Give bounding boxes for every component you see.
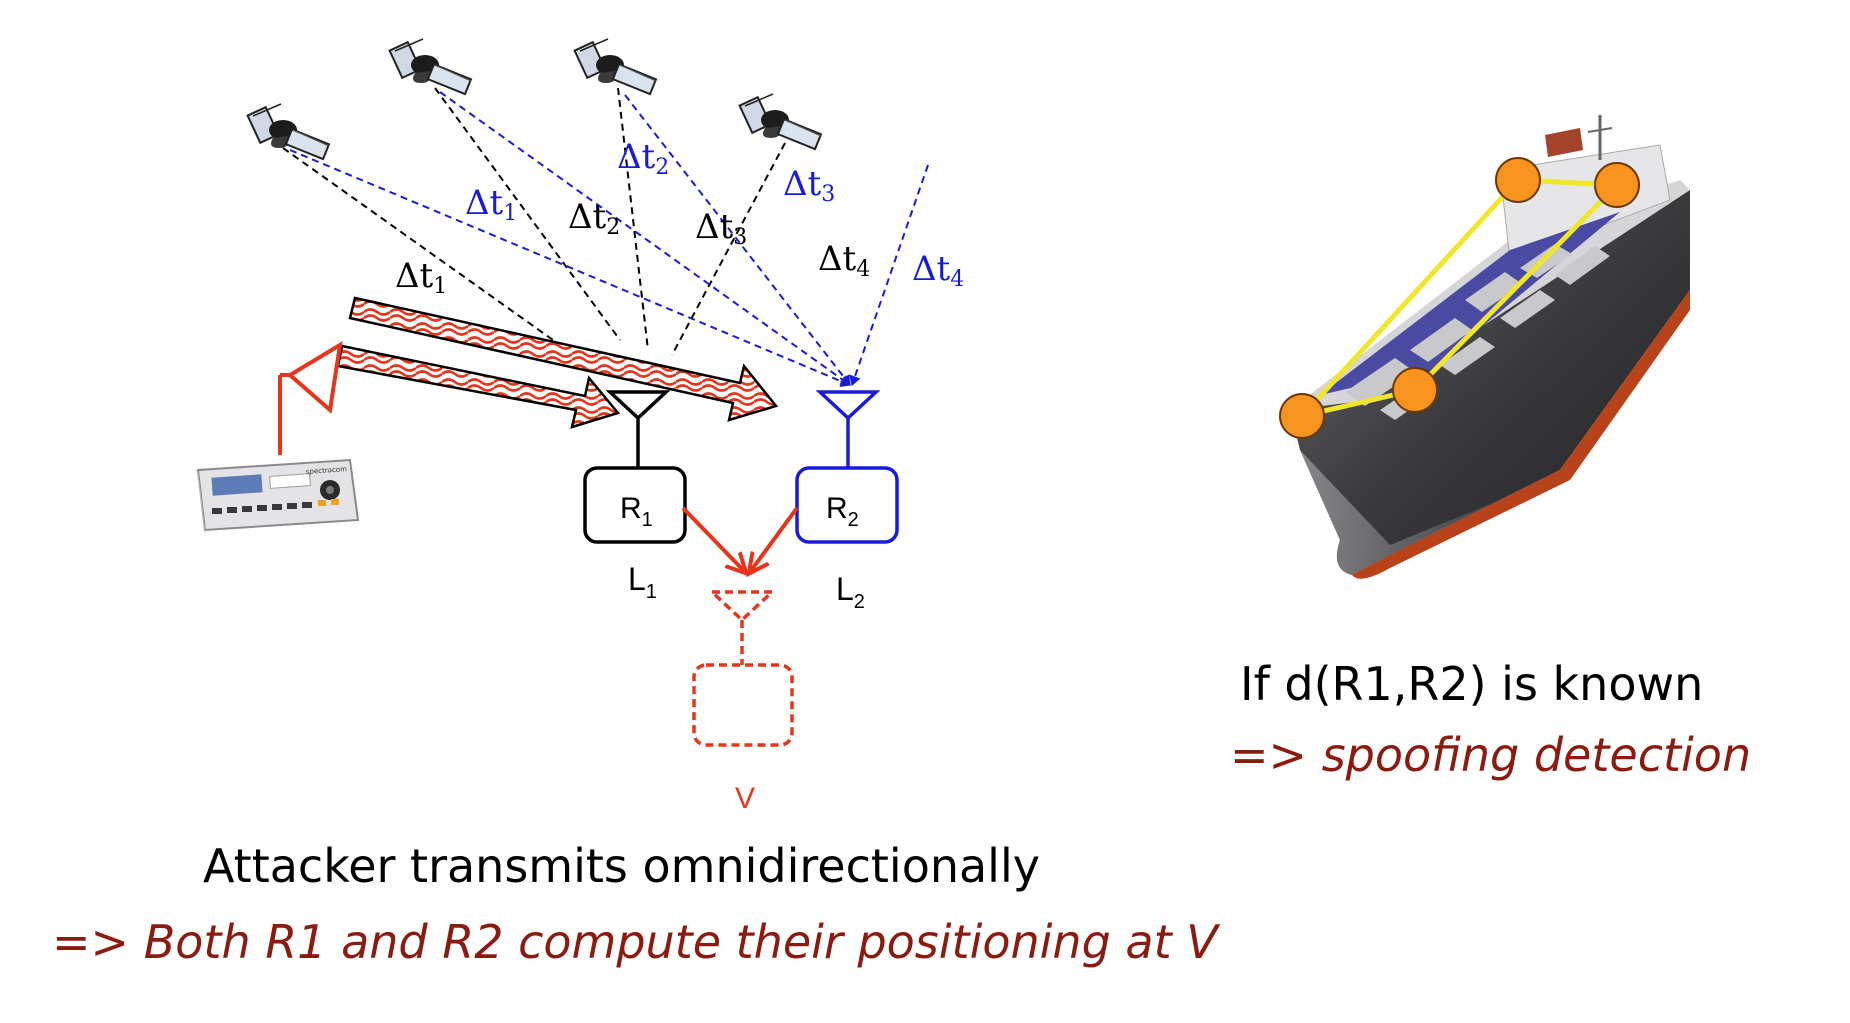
delay-label-black-4: Δt4 (818, 239, 870, 282)
delay-label-blue-3: Δt3 (783, 164, 835, 207)
caption-right-main: If d(R1,R2) is known (1240, 657, 1703, 711)
spoofed-position-arrows (681, 506, 799, 572)
path-delay-labels: Δt1 Δt2 Δt3 Δt4 Δt1 Δt2 Δt3 Δt4 (395, 137, 964, 299)
svg-text:R1: R1 (620, 492, 653, 531)
receiver-node (1279, 157, 1640, 439)
delay-label-blue-4: Δt4 (912, 249, 964, 292)
virtual-position-v: V (692, 590, 794, 815)
spoofing-broadcast-arrow-lower (336, 344, 621, 429)
caption-right-sub: => spoofing detection (1230, 728, 1751, 782)
receiver-r2: R2 L2 (795, 390, 899, 613)
caption-left-main: Attacker transmits omnidirectionally (203, 839, 1040, 893)
satellite-icon (388, 38, 473, 96)
delay-label-black-1: Δt1 (395, 256, 447, 299)
attacker-antenna-icon (278, 341, 343, 455)
location-label-l2: L2 (836, 571, 865, 613)
antenna-icon (605, 390, 671, 468)
svg-text:spectracom: spectracom (306, 465, 348, 476)
delay-label-black-2: Δt2 (568, 197, 620, 240)
location-label-l1: L1 (628, 561, 657, 603)
true-signal-paths (282, 87, 786, 356)
antenna-icon (815, 390, 881, 468)
satellite-icon (738, 93, 823, 151)
receiver-r1: R1 L1 (583, 390, 687, 603)
antenna-icon (707, 590, 777, 665)
signal-generator-icon: spectracom (196, 458, 360, 536)
svg-text:R2: R2 (826, 492, 859, 531)
container-ship-icon (1279, 115, 1690, 579)
delay-label-blue-1: Δt1 (465, 183, 517, 226)
delay-label-black-3: Δt3 (695, 207, 747, 250)
spoofing-broadcast-arrow-upper (348, 296, 779, 422)
virtual-position-label: V (735, 782, 755, 815)
delay-label-blue-2: Δt2 (617, 137, 669, 180)
satellite-icon (573, 38, 658, 96)
spoofed-signal-paths (289, 91, 929, 388)
caption-left-sub: => Both R1 and R2 compute their position… (52, 915, 1221, 969)
